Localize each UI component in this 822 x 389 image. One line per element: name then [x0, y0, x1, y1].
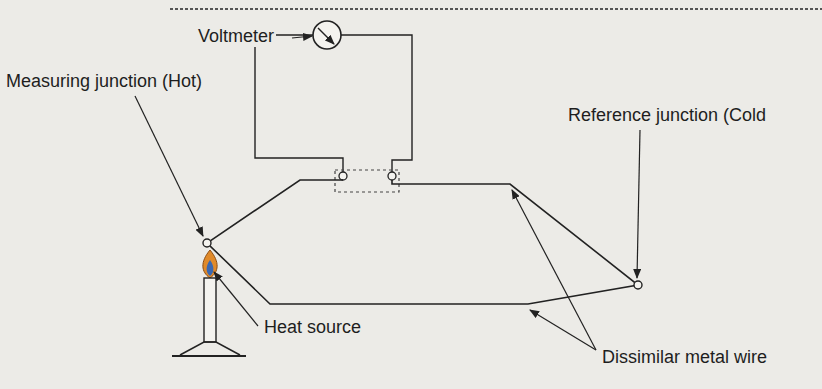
lead-wire	[341, 35, 412, 172]
thermocouple-wire	[207, 180, 638, 304]
wire-label: Dissimilar metal wire	[600, 348, 769, 368]
terminal-box	[335, 170, 399, 192]
page-border	[170, 8, 822, 10]
component-label: Voltmeter	[196, 27, 276, 47]
leader-line	[512, 190, 596, 350]
leader-line	[637, 130, 640, 278]
measuring-junction	[203, 239, 211, 247]
reference-junction	[634, 281, 642, 289]
junction-label: Measuring junction (Hot)	[4, 72, 204, 92]
component-label: Heat source	[262, 318, 363, 338]
junction-label: Reference junction (Cold	[566, 106, 768, 126]
leader-line	[135, 96, 203, 236]
leader-line	[214, 272, 258, 326]
lead-wire	[255, 35, 343, 172]
burner	[172, 250, 246, 356]
leader-line	[292, 36, 312, 38]
terminal	[388, 172, 396, 180]
leader-line	[530, 310, 596, 350]
voltmeter-symbol	[313, 21, 341, 49]
terminal	[339, 172, 347, 180]
